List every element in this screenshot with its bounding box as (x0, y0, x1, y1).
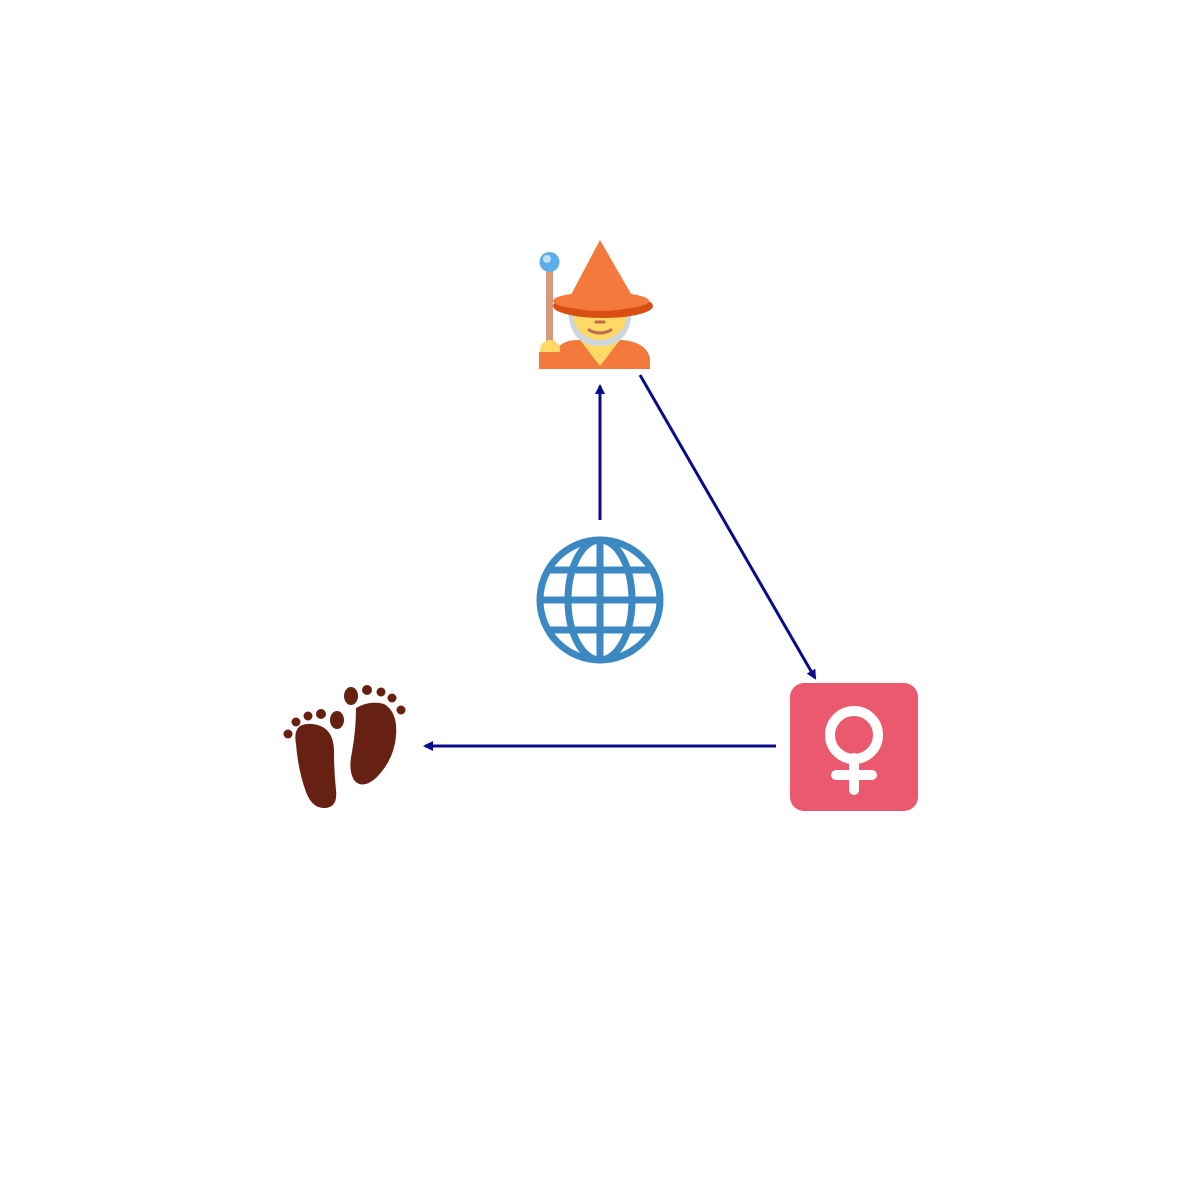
female-sign-icon (790, 683, 918, 811)
mage-icon (539, 240, 653, 369)
edges (423, 374, 817, 751)
globe-with-meridians-icon (536, 536, 664, 664)
footprints-icon (283, 685, 406, 808)
edge-mage-to-female (638, 374, 817, 680)
